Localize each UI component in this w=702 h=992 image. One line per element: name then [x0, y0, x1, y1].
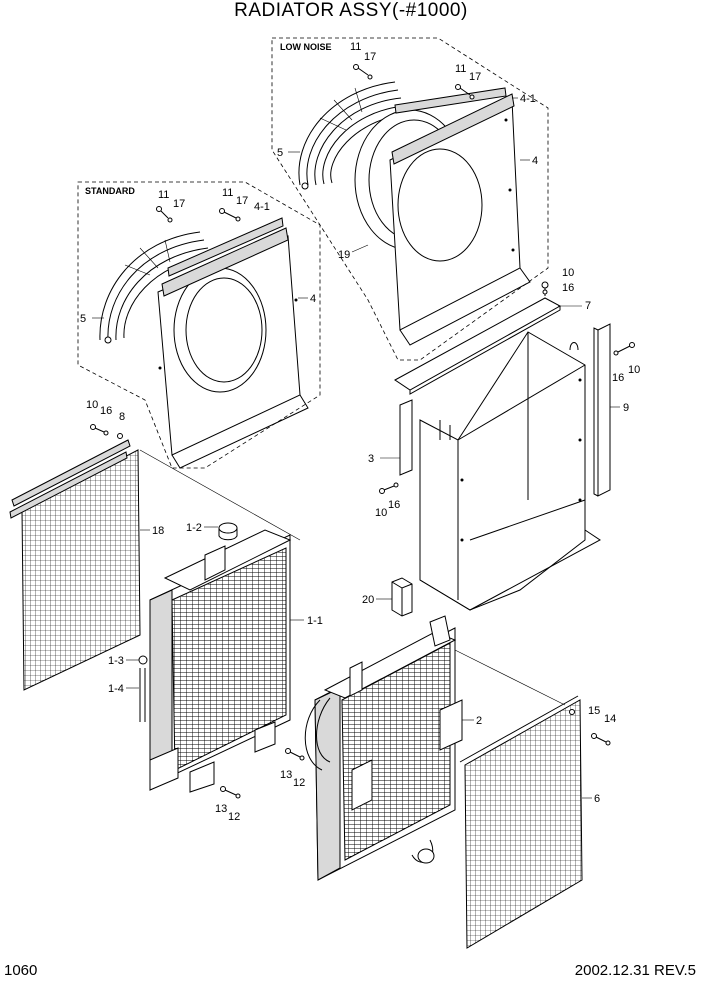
page-title: RADIATOR ASSY(-#1000) — [234, 0, 468, 21]
callout-4: 4 — [310, 293, 316, 305]
callout-4: 4 — [532, 155, 538, 167]
main-radiator — [138, 522, 305, 799]
callout-16: 16 — [562, 282, 574, 294]
callout-16: 16 — [612, 372, 624, 384]
callout-15: 15 — [588, 705, 600, 717]
callout-9: 9 — [623, 402, 629, 414]
callout-16: 16 — [388, 499, 400, 511]
callout-14: 14 — [604, 713, 616, 725]
callout-1-1: 1-1 — [307, 615, 323, 627]
low-noise-label: LOW NOISE — [280, 42, 332, 52]
callout-18: 18 — [152, 525, 164, 537]
bolts-low-noise — [353, 64, 475, 100]
standard-shroud — [157, 217, 309, 469]
left-screen — [9, 424, 141, 691]
callout-17: 17 — [173, 198, 185, 210]
callout-19: 19 — [338, 249, 350, 261]
callout-13: 13 — [215, 803, 227, 815]
callout-17: 17 — [469, 71, 481, 83]
revision-date: 2002.12.31 REV.5 — [574, 962, 696, 979]
callout-11: 11 — [222, 187, 233, 199]
fan-guard — [298, 81, 408, 190]
callout-17: 17 — [236, 195, 248, 207]
oil-cooler — [304, 615, 463, 881]
callout-20: 20 — [362, 594, 374, 606]
radiator-frame — [379, 281, 635, 617]
right-screen — [459, 695, 611, 949]
callout-11: 11 — [455, 63, 466, 75]
callout-11: 11 — [158, 189, 169, 201]
callout-1-2: 1-2 — [186, 522, 202, 534]
callout-12: 12 — [228, 811, 240, 823]
callout-10: 10 — [628, 364, 640, 376]
callout-3: 3 — [368, 453, 374, 465]
standard-label: STANDARD — [85, 186, 135, 196]
callout-17: 17 — [364, 51, 376, 63]
callout-7: 7 — [585, 300, 591, 312]
callout-10: 10 — [86, 399, 98, 411]
callout-12: 12 — [293, 777, 305, 789]
page-number: 1060 — [4, 962, 38, 979]
callout-16: 16 — [100, 405, 112, 417]
low-noise-group: LOW NOISE — [271, 37, 549, 361]
callout-2: 2 — [476, 715, 482, 727]
callout-4-1: 4-1 — [254, 201, 270, 213]
callout-13: 13 — [280, 769, 292, 781]
bolts-standard — [156, 206, 241, 223]
callout-5: 5 — [277, 147, 283, 159]
callout-11: 11 — [350, 41, 361, 53]
callout-10: 10 — [375, 507, 387, 519]
callout-6: 6 — [594, 793, 600, 805]
callout-1-3: 1-3 — [108, 655, 124, 667]
callout-1-4: 1-4 — [108, 683, 124, 695]
low-noise-shroud — [389, 87, 531, 346]
callout-10: 10 — [562, 267, 574, 279]
callout-5: 5 — [80, 313, 86, 325]
callout-4-1: 4-1 — [520, 93, 536, 105]
standard-group: STANDARD 11 17 11 17 4-1 5 — [77, 181, 321, 469]
callout-8: 8 — [119, 411, 125, 423]
